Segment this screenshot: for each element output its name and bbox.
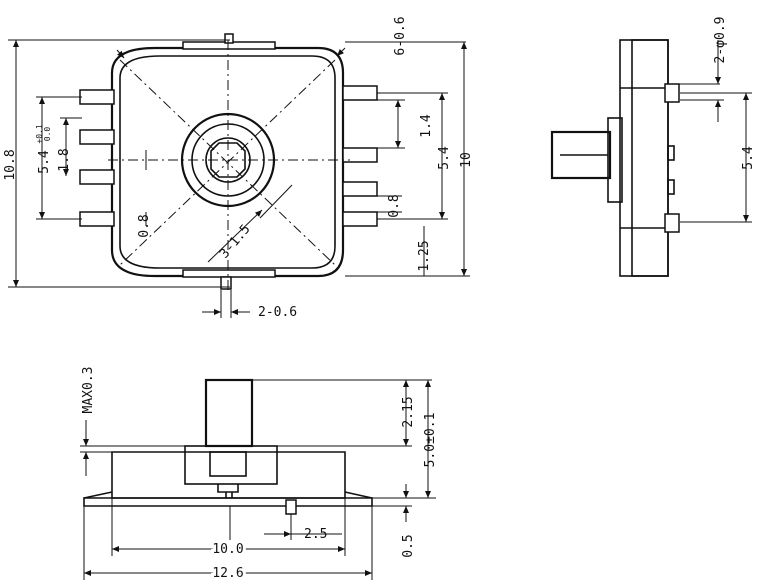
dim-pin-pitch-tol: 5.4 <box>37 150 52 174</box>
right-pin <box>342 181 378 197</box>
top-view-bracket <box>110 46 345 278</box>
dim-peg-dia: 2-φ0.9 <box>713 17 728 64</box>
side-base <box>631 39 669 277</box>
knob-outer-ring <box>180 112 276 208</box>
dim-bottom-tab: 2-0.6 <box>258 305 297 320</box>
dim-body-width: 10.0 <box>212 542 243 557</box>
front-cap <box>184 445 278 485</box>
front-view: MAX0.3 2.15 5.0±0.1 2.5 0.5 10.0 12.6 <box>80 367 438 584</box>
side-peg <box>664 83 680 103</box>
side-body <box>619 39 669 277</box>
dim-base-thickness: 0.5 <box>401 534 416 557</box>
front-inner <box>209 451 247 477</box>
dim-body-height: 10 <box>459 152 474 168</box>
dim-actuator-height: 2.15 <box>401 396 416 427</box>
dim-tol-upper: +0.1 <box>35 124 44 143</box>
right-pin <box>342 147 378 163</box>
bottom-tab-nub <box>220 276 232 290</box>
dim-edge-offset: 1.25 <box>417 240 432 271</box>
dim-pin-span-right: 5.4 <box>437 146 452 170</box>
knob-stem <box>205 137 251 183</box>
dim-tol-lower: 0.0 <box>43 127 52 142</box>
front-body <box>111 451 346 499</box>
right-pin <box>342 211 378 227</box>
dim-max-gap: MAX0.3 <box>81 367 96 414</box>
dim-pin-count-width: 6-0.6 <box>393 16 408 55</box>
side-view: 2-φ0.9 5.4 <box>550 17 756 277</box>
dim-pin-gap: 1.4 <box>419 114 434 138</box>
left-pin <box>79 129 115 145</box>
right-pin <box>342 85 378 101</box>
top-view: 10.8 5.4 +0.1 0.0 1.8 0.8 6-0.6 1.4 5.4 … <box>3 16 474 320</box>
dim-overall-width: 12.6 <box>212 566 243 581</box>
left-pin <box>79 211 115 227</box>
dim-pin-width-left: 0.8 <box>137 214 152 237</box>
front-base <box>83 497 373 507</box>
dim-pin-span: 1.8 <box>57 148 72 171</box>
dim-peg-pitch: 5.4 <box>741 146 756 170</box>
side-mount <box>607 117 623 203</box>
knob-octagon <box>210 142 246 178</box>
dim-hole: 3-1.5 <box>217 222 254 262</box>
front-peg <box>285 499 297 515</box>
top-tab-nub <box>224 33 234 44</box>
side-actuator <box>550 130 612 180</box>
dim-height-overall: 10.8 <box>3 149 18 180</box>
left-pin <box>79 169 115 185</box>
dim-total-height: 5.0±0.1 <box>423 413 438 468</box>
side-peg <box>664 213 680 233</box>
knob-inner-ring <box>191 123 265 197</box>
bottom-tab <box>182 269 276 278</box>
top-view-body <box>119 55 336 269</box>
left-pin <box>79 89 115 105</box>
dim-peg-offset: 2.5 <box>304 527 327 542</box>
dim-pin-width-right: 0.8 <box>387 194 402 217</box>
front-actuator <box>204 378 254 448</box>
